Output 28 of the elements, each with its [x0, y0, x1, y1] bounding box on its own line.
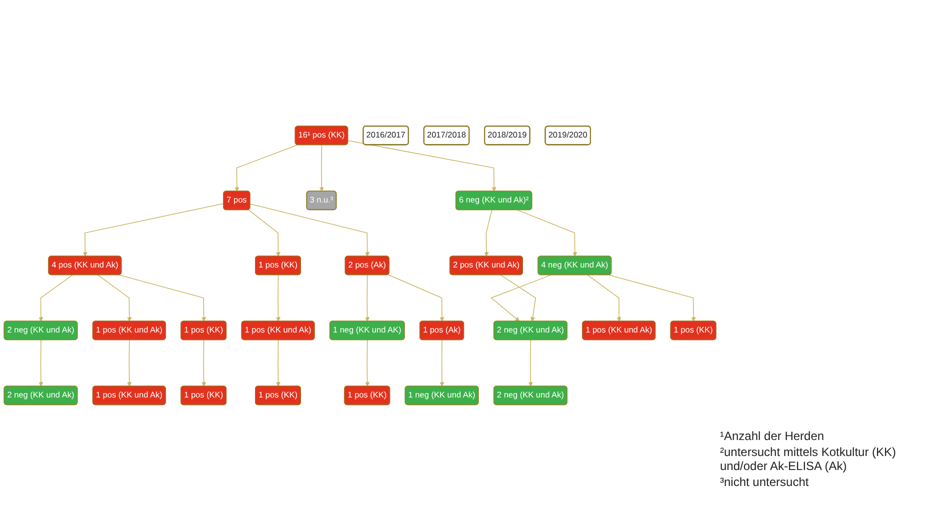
arrow [276, 339, 280, 386]
arrow [234, 144, 298, 192]
footnote: ¹Anzahl der Herden [720, 429, 826, 443]
arrow [202, 339, 206, 386]
arrow [484, 209, 492, 256]
arrow [97, 274, 132, 322]
arrow [248, 208, 280, 256]
arrow [608, 274, 696, 322]
footnote: ²untersucht mittels Kotkultur (KK) und/oder Ak-ELISA (Ak) [720, 445, 898, 473]
arrow [319, 144, 324, 192]
arrow [365, 274, 370, 322]
arrow [118, 274, 206, 322]
arrow [250, 203, 370, 256]
arrow [38, 274, 73, 322]
arrow [490, 274, 552, 322]
arrow [388, 274, 444, 322]
arrow [127, 339, 132, 386]
arrow [587, 274, 622, 322]
arrow [528, 339, 533, 386]
arrow [348, 140, 496, 192]
arrow [38, 339, 44, 386]
footnote: ³nicht untersucht [720, 475, 810, 489]
arrow [516, 209, 578, 256]
arrow [82, 202, 224, 256]
arrow [500, 274, 536, 322]
arrow [440, 339, 444, 386]
arrow [365, 339, 370, 386]
arrow [276, 274, 280, 322]
